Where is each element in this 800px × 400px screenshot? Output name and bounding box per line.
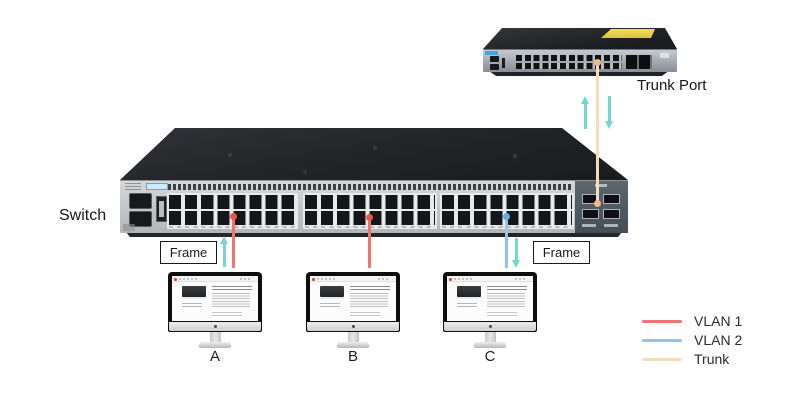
imac-stand xyxy=(484,332,496,342)
frame-tag-right: Frame xyxy=(533,241,590,264)
trunk-link-node-bottom xyxy=(594,200,601,207)
imac-base xyxy=(198,342,232,348)
mgmt-port xyxy=(129,211,152,227)
sfp-port xyxy=(603,209,620,219)
port-row xyxy=(169,195,296,209)
imac-chin xyxy=(169,322,261,331)
port-row xyxy=(305,195,435,209)
imac-bezel xyxy=(443,272,537,332)
apple-logo-icon xyxy=(214,325,217,328)
legend-label-vlan1: VLAN 1 xyxy=(694,313,743,329)
link-b-vlan1-line xyxy=(366,214,373,268)
imac-stand xyxy=(209,332,221,342)
apple-logo-icon xyxy=(489,325,492,328)
sfp-port-row xyxy=(516,55,622,61)
usb-port xyxy=(156,196,167,222)
trunk-switch-front-panel xyxy=(483,49,677,72)
mgmt-port xyxy=(129,193,152,209)
trunk-switch-top xyxy=(483,28,677,49)
computer-a xyxy=(168,272,262,348)
trunk-up-arrow-icon xyxy=(581,96,590,129)
mgmt-port xyxy=(490,64,499,70)
vent-strip xyxy=(168,184,573,190)
main-switch-base xyxy=(126,232,622,237)
sfp-uplink-section xyxy=(575,181,628,233)
main-switch-top xyxy=(120,128,628,180)
imac-stand xyxy=(347,332,359,342)
trunk-link-node-top xyxy=(594,59,601,66)
legend-swatch-vlan2 xyxy=(642,339,682,342)
trunk-port-label: Trunk Port xyxy=(637,77,707,94)
link-b-port-node xyxy=(366,214,373,221)
computer-c xyxy=(443,272,537,348)
main-switch-front-panel xyxy=(120,180,628,233)
legend-swatch-trunk xyxy=(642,358,682,361)
product-image xyxy=(320,286,344,297)
product-image xyxy=(182,286,206,297)
panel-print xyxy=(125,183,141,190)
switch-label: Switch xyxy=(59,207,107,224)
link-a-vlan1-line xyxy=(230,213,237,268)
legend-swatch-vlan1 xyxy=(642,320,682,323)
browser-logo-icon xyxy=(449,278,452,281)
panel-print xyxy=(604,224,618,227)
trunk-switch-base xyxy=(489,71,669,76)
link-c-port-node xyxy=(503,213,510,220)
port-row xyxy=(442,195,572,209)
panel-print xyxy=(595,184,607,187)
frame-down-arrow-icon xyxy=(512,238,521,268)
apple-logo-icon xyxy=(352,325,355,328)
frame-tag-left: Frame xyxy=(160,241,217,264)
model-badge xyxy=(146,183,168,190)
panel-print xyxy=(582,224,596,227)
usb-port xyxy=(502,58,505,68)
webpage-thumbnail xyxy=(447,276,533,321)
imac-bezel xyxy=(306,272,400,332)
webpage-thumbnail xyxy=(310,276,396,321)
brand-logo xyxy=(660,53,669,58)
frame-up-arrow-icon xyxy=(220,236,229,267)
imac-bezel xyxy=(168,272,262,332)
imac-base xyxy=(336,342,370,348)
browser-logo-icon xyxy=(312,278,315,281)
computer-b xyxy=(306,272,400,348)
link-a-port-node xyxy=(230,213,237,220)
sfp-port xyxy=(603,194,620,204)
legend-label-trunk: Trunk xyxy=(694,351,730,367)
mgmt-port xyxy=(490,56,499,62)
sfp-port xyxy=(582,209,599,219)
imac-base xyxy=(473,342,507,348)
webpage-thumbnail xyxy=(172,276,258,321)
brand-logo xyxy=(123,224,135,231)
legend-label-vlan2: VLAN 2 xyxy=(694,332,743,348)
browser-logo-icon xyxy=(174,278,177,281)
link-c-vlan2-line xyxy=(503,213,510,268)
computer-c-label: C xyxy=(484,348,496,365)
yellow-sticker xyxy=(601,29,655,38)
imac-chin xyxy=(444,322,536,331)
trunk-down-arrow-icon xyxy=(605,96,614,129)
model-badge xyxy=(485,51,498,55)
sfp-port-row xyxy=(516,63,622,69)
imac-chin xyxy=(307,322,399,331)
trunk-link-line xyxy=(594,59,601,207)
qsfp-ports xyxy=(626,55,652,69)
computer-b-label: B xyxy=(347,348,358,365)
product-image xyxy=(457,286,481,297)
computer-a-label: A xyxy=(209,348,220,365)
